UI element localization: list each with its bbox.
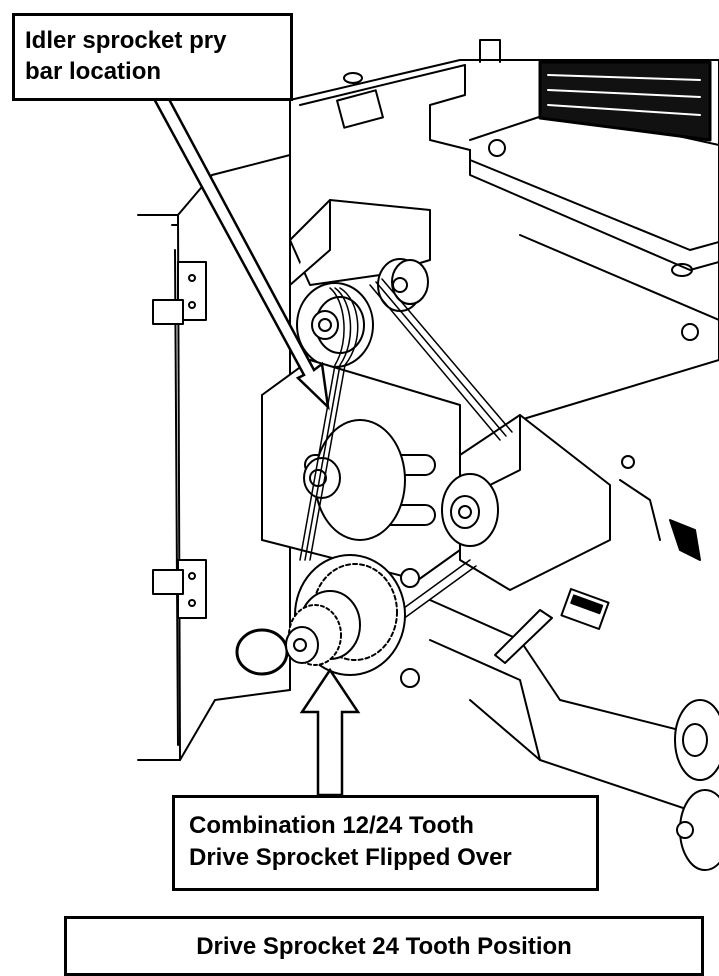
clip-ring	[235, 628, 289, 676]
drive-callout-line1: Combination 12/24 Tooth	[189, 812, 474, 839]
warning-label	[560, 588, 610, 630]
door-panel	[137, 154, 291, 761]
tensioner-block	[441, 414, 611, 591]
drive-sprocket-callout: Combination 12/24 Tooth Drive Sprocket F…	[172, 795, 599, 891]
upper-sprocket	[296, 282, 374, 368]
drive-callout-line2: Drive Sprocket Flipped Over	[189, 844, 512, 871]
lower-sprockets-right	[674, 699, 719, 871]
pull-pin-lower	[494, 609, 553, 664]
door-hinge-lower	[152, 559, 207, 619]
idler-pointer-arrow	[144, 86, 330, 411]
drive-sprocket	[285, 554, 420, 688]
idler-callout-line1: Idler sprocket pry	[25, 27, 227, 54]
figure-caption: Drive Sprocket 24 Tooth Position	[64, 916, 704, 976]
door-hinge-upper	[152, 261, 207, 325]
vent-grille	[538, 60, 712, 142]
pull-pin-handle	[619, 455, 701, 561]
drive-pointer-arrow	[299, 667, 361, 797]
idler-callout-line2: bar location	[25, 58, 162, 85]
caption-text: Drive Sprocket 24 Tooth Position	[196, 933, 572, 960]
idler-callout: Idler sprocket pry bar location	[12, 13, 293, 101]
drive-chain	[299, 278, 513, 647]
